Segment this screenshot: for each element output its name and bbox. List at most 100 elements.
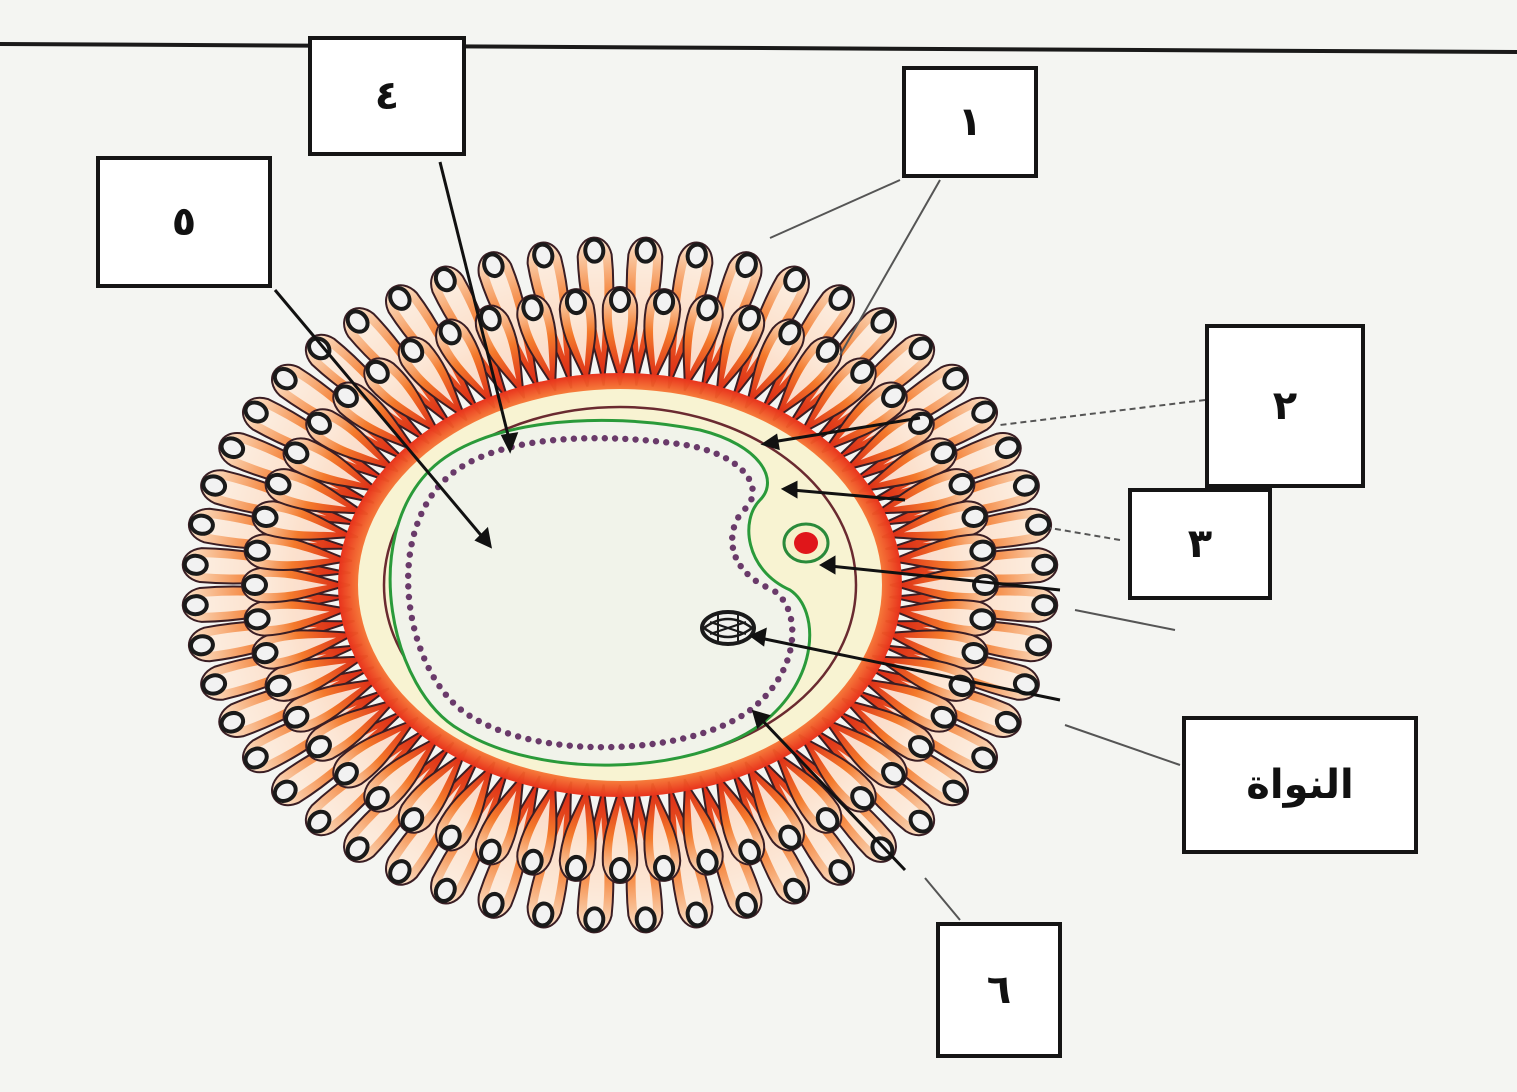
cortical-granule	[428, 492, 434, 498]
cortical-granule	[673, 440, 679, 446]
label-5-text: ٥	[172, 199, 196, 245]
cortical-granule	[505, 730, 511, 736]
cortical-granule	[710, 726, 716, 732]
leader-extra	[1075, 610, 1175, 630]
cortical-granule	[780, 596, 786, 602]
cortical-granule	[443, 691, 449, 697]
cortical-granule	[744, 571, 750, 577]
cortical-granule	[450, 699, 456, 705]
cortical-granule	[495, 727, 501, 733]
cortical-granule	[723, 455, 729, 461]
label-6-text: ٦	[987, 967, 1011, 1013]
cortical-granule	[602, 435, 608, 441]
cortical-granule	[468, 458, 474, 464]
label-3-text: ٣	[1188, 521, 1212, 567]
cortical-granule	[485, 722, 491, 728]
leader-2	[1000, 400, 1205, 425]
cortical-granule	[515, 733, 521, 739]
cortical-granule	[789, 637, 795, 643]
leader-3	[1050, 528, 1120, 540]
cortical-granule	[529, 440, 535, 446]
cortical-granule	[498, 447, 504, 453]
cortical-granule	[622, 436, 628, 442]
cortical-granule	[408, 541, 414, 547]
cortical-granule	[729, 534, 735, 540]
cortical-granule	[755, 700, 761, 706]
cortical-granule	[466, 713, 472, 719]
cortical-granule	[525, 736, 531, 742]
cortical-granule	[787, 647, 793, 653]
cortical-granule	[567, 742, 573, 748]
cortical-granule	[775, 676, 781, 682]
cortical-granule	[720, 722, 726, 728]
cortical-granule	[425, 665, 431, 671]
cortical-granule	[700, 730, 706, 736]
cortical-granule	[629, 743, 635, 749]
cortical-granule	[417, 645, 423, 651]
cortical-granule	[660, 739, 666, 745]
leader-1a	[770, 180, 900, 238]
cortical-granule	[690, 733, 696, 739]
follicle-cell-inner	[603, 287, 637, 385]
cortical-granule	[749, 485, 755, 491]
cortical-granule	[608, 744, 614, 750]
cortical-granule	[729, 718, 735, 724]
cortical-granule	[713, 451, 719, 457]
polar-body	[794, 532, 818, 554]
cortical-granule	[459, 463, 465, 469]
label-nucleus-text: النواة	[1246, 762, 1353, 808]
cortical-granule	[612, 435, 618, 441]
cortical-granule	[431, 674, 437, 680]
cortical-granule	[581, 435, 587, 441]
cortical-granule	[663, 439, 669, 445]
cortical-granule	[556, 741, 562, 747]
nucleus-spindle	[702, 612, 754, 644]
cortical-granule	[762, 583, 768, 589]
cortical-granule	[762, 693, 768, 699]
label-box-nucleus: النواة	[1182, 716, 1418, 854]
cortical-granule	[421, 655, 427, 661]
cortical-granule	[732, 461, 738, 467]
label-box-4: ٤	[308, 36, 466, 156]
cortical-granule	[733, 554, 739, 560]
cortical-granule	[704, 447, 710, 453]
cortical-granule	[546, 740, 552, 746]
cortical-granule	[772, 589, 778, 595]
cortical-granule	[406, 594, 412, 600]
cortical-granule	[478, 454, 484, 460]
label-box-6: ٦	[936, 922, 1062, 1058]
cortical-granule	[571, 435, 577, 441]
label-box-2: ٢	[1205, 324, 1365, 488]
cortical-granule	[788, 616, 794, 622]
cortical-granule	[639, 742, 645, 748]
cortical-granule	[488, 450, 494, 456]
cortical-granule	[405, 562, 411, 568]
cortical-granule	[418, 511, 424, 517]
cortical-granule	[789, 626, 795, 632]
cortical-granule	[550, 437, 556, 443]
cortical-granule	[730, 545, 736, 551]
cortical-granule	[742, 505, 748, 511]
cortical-granule	[405, 583, 411, 589]
cortical-granule	[785, 606, 791, 612]
label-box-1: ١	[902, 66, 1038, 178]
cortical-granule	[753, 578, 759, 584]
cortical-granule	[540, 438, 546, 444]
cortical-granule	[519, 442, 525, 448]
cortical-granule	[414, 635, 420, 641]
cortical-granule	[423, 501, 429, 507]
cortical-granule	[442, 476, 448, 482]
top-rule-line	[0, 44, 1517, 52]
cortical-granule	[735, 514, 741, 520]
leader-6	[925, 878, 960, 920]
follicle-cell-inner	[603, 785, 637, 883]
cortical-granule	[414, 521, 420, 527]
cortical-granule	[784, 657, 790, 663]
cortical-granule	[598, 744, 604, 750]
cortical-granule	[746, 476, 752, 482]
cortical-granule	[653, 438, 659, 444]
cortical-granule	[411, 625, 417, 631]
cortical-granule	[436, 683, 442, 689]
cortical-granule	[780, 667, 786, 673]
label-1-text: ١	[958, 99, 982, 145]
